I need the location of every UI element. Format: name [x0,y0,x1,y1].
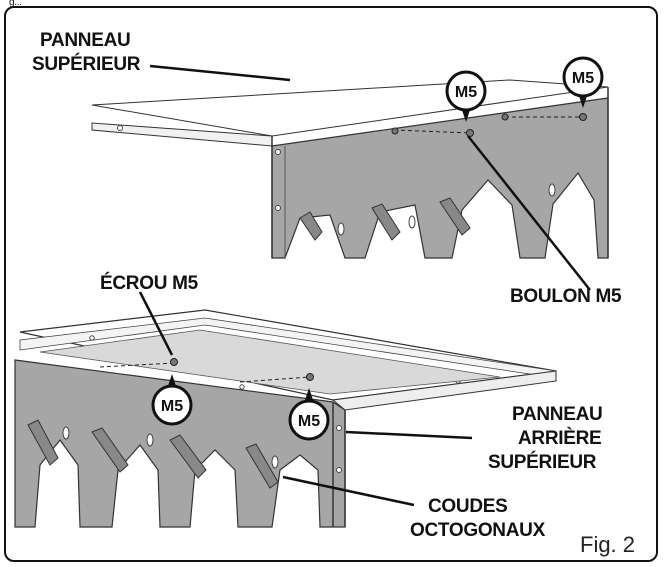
leader-lines [138,64,591,507]
figure-caption: Fig. 2 [580,532,635,557]
label-rear-panel-line1: PANNEAU [512,404,602,425]
panel-hole [117,125,123,131]
rear-panel-gray [271,97,609,259]
label-rear-panel-line3: SUPÉRIEUR [488,451,597,473]
m5-badge-upper-left: M5 [445,70,487,112]
m5-badge-lower-left: M5 [151,384,193,426]
lower-nut-1 [170,358,178,366]
m5-badge-label: M5 [572,70,594,87]
upper-bolt-1 [466,129,474,137]
m5-badge-label: M5 [298,413,320,430]
label-nut-m5: ÉCROU M5 [100,272,199,294]
m5-badge-label: M5 [161,398,183,415]
badge-pointers [168,96,587,400]
lower-assembly-illustration [14,309,557,528]
lower-nut-2 [306,373,314,381]
label-elbows-line1: COUDES [428,496,508,517]
upper-assembly-illustration [91,79,609,259]
m5-badge-upper-right: M5 [562,56,604,98]
header-fragment: g... [9,0,22,8]
label-top-panel-line1: PANNEAU [40,30,130,51]
label-rear-panel-line2: ARRIÈRE [518,427,601,449]
label-top-panel-line2: SUPÉRIEUR [32,53,141,75]
m5-badge-label: M5 [455,84,477,101]
label-elbows-line2: OCTOGONAUX [410,520,546,541]
upper-bolt-2 [579,113,587,121]
label-bolt-m5: BOULON M5 [510,286,622,307]
m5-badge-lower-right: M5 [288,399,330,441]
